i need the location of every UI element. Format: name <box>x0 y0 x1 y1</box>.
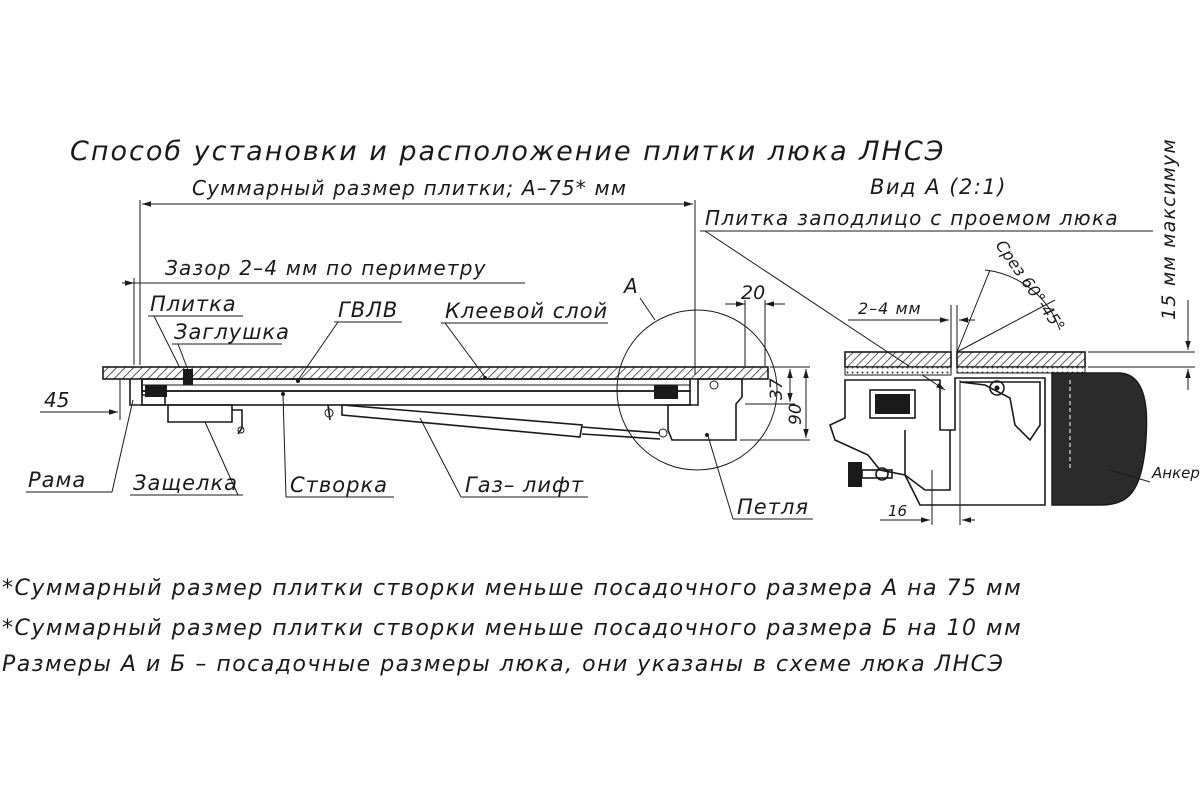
hinge-part <box>667 378 743 441</box>
label-anchor: Анкер <box>1151 464 1200 482</box>
label-frame: Рама <box>28 468 86 492</box>
label-glue-layer: Клеевой слой <box>445 299 608 323</box>
anchor-wall <box>1051 372 1148 506</box>
label-tile: Плитка <box>150 292 237 316</box>
label-hinge: Петля <box>737 495 809 519</box>
drawing-title: Способ установки и расположение плитки л… <box>70 136 946 167</box>
note-line-1: *Суммарный размер плитки створки меньше … <box>2 576 1023 601</box>
note-line-2: *Суммарный размер плитки створки меньше … <box>2 616 1023 641</box>
leaf-end-block <box>654 385 678 399</box>
dim-16: 16 <box>888 502 907 520</box>
detail-frame-profile <box>829 377 1046 506</box>
label-gas-lift: Газ– лифт <box>465 473 584 497</box>
gap-dimension: Зазор 2–4 мм по периметру <box>165 256 487 280</box>
label-leaf: Створка <box>290 473 388 497</box>
label-gvlv: ГВЛВ <box>338 298 398 322</box>
main-view: Суммарный размер плитки; А–75* мм Зазор … <box>26 176 813 520</box>
callout-a-label: А <box>622 274 638 298</box>
detail-view-a: Вид А (2:1) Плитка заподлицо с проемом л… <box>700 138 1200 525</box>
dim-20: 20 <box>741 282 765 304</box>
latch-part <box>167 404 243 435</box>
cut-angle-label: Срез 60°-45° <box>992 236 1069 335</box>
dim-90: 90 <box>786 403 806 425</box>
plug-part <box>183 369 193 385</box>
dim-45: 45 <box>44 388 69 412</box>
label-plug: Заглушка <box>174 320 290 344</box>
gas-lift-part <box>324 404 668 440</box>
detail-gap-dimension: 2–4 мм <box>858 299 922 318</box>
label-flush: Плитка заподлицо с проемом люка <box>705 206 1119 230</box>
detail-tile-right <box>956 351 1086 368</box>
total-tile-dimension: Суммарный размер плитки; А–75* мм <box>192 176 627 200</box>
view-a-title: Вид А (2:1) <box>870 175 1007 199</box>
label-latch: Защелка <box>133 471 238 495</box>
detail-tile-left <box>844 351 952 368</box>
max-15mm-label: 15 мм максимум <box>1158 138 1180 320</box>
detail-a-callout <box>616 309 778 471</box>
note-line-3: Размеры А и Б – посадочные размеры люка,… <box>2 652 1005 677</box>
leaf-frame <box>141 390 691 406</box>
tile-layer <box>102 366 769 380</box>
